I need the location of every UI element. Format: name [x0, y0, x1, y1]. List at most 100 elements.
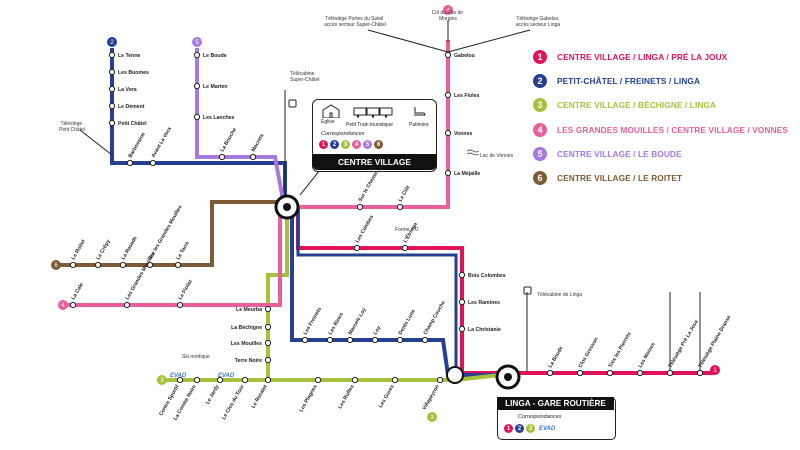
legend-badge-6: 6	[533, 171, 547, 186]
legend-label-2: PETIT-CHÂTEL / FREINETS / LINGA	[557, 76, 701, 87]
stop-marker[interactable]	[606, 369, 614, 377]
legend-row-5[interactable]: 5 CENTRE VILLAGE / LE BOUDE	[533, 142, 798, 166]
stop-marker[interactable]	[193, 82, 201, 90]
stop-marker[interactable]	[264, 323, 272, 331]
stop-marker[interactable]	[193, 51, 201, 59]
stop-label: La Cale	[71, 282, 85, 301]
stop-marker[interactable]	[108, 102, 116, 110]
stop-label: Le Dément	[118, 104, 145, 110]
stop-marker[interactable]	[126, 159, 134, 167]
stop-marker[interactable]	[119, 261, 127, 269]
stop-marker[interactable]	[401, 244, 409, 252]
stop-marker[interactable]	[314, 376, 322, 384]
stop-marker[interactable]	[264, 356, 272, 364]
stop-marker[interactable]	[396, 203, 404, 211]
stop-label: La Béchigne	[231, 325, 262, 331]
legend-badge-2: 2	[533, 74, 547, 89]
stop-marker[interactable]	[696, 369, 704, 377]
stop-marker[interactable]	[326, 336, 334, 344]
stop-label: Les Mouilles	[231, 341, 262, 347]
legend-row-3[interactable]: 3 CENTRE VILLAGE / BÉCHIGNE / LINGA	[533, 93, 798, 117]
stop-label: La Bouche	[220, 127, 239, 153]
stop-marker[interactable]	[444, 51, 452, 59]
stop-marker[interactable]	[108, 119, 116, 127]
stop-marker[interactable]	[576, 369, 584, 377]
stop-marker[interactable]	[396, 336, 404, 344]
stop-label: Le Tarre	[176, 241, 191, 261]
legend-row-4[interactable]: 4 LES GRANDES MOUILLES / CENTRE VILLAGE …	[533, 118, 798, 142]
centre-correspondances-label: Correspondances	[321, 131, 365, 137]
hub-centre-village-marker[interactable]	[274, 194, 300, 220]
stop-marker[interactable]	[123, 301, 131, 309]
lift-label-super-chatel: Télécabine Super-Châtel	[290, 71, 319, 83]
stop-marker[interactable]	[353, 244, 361, 252]
stop-marker[interactable]	[458, 271, 466, 279]
stop-marker[interactable]	[69, 261, 77, 269]
svg-text:2: 2	[110, 40, 114, 46]
stop-marker[interactable]	[241, 376, 249, 384]
legend-label-4: LES GRANDES MOUILLES / CENTRE VILLAGE / …	[557, 124, 788, 135]
stop-marker[interactable]	[108, 85, 116, 93]
svg-text:3: 3	[160, 378, 164, 384]
legend-badge-1: 1	[533, 50, 547, 65]
gondola-icon-linga	[523, 286, 532, 295]
stop-marker[interactable]	[193, 113, 201, 121]
line-3-path[interactable]	[266, 207, 501, 382]
stop-marker[interactable]	[174, 261, 182, 269]
stop-marker[interactable]	[301, 336, 309, 344]
stop-marker[interactable]	[444, 169, 452, 177]
stop-marker[interactable]	[444, 91, 452, 99]
stop-marker[interactable]	[108, 68, 116, 76]
stop-marker[interactable]	[666, 369, 674, 377]
map-line-badges: 2 5 4 6 4 3 3 1	[51, 5, 720, 422]
stop-marker[interactable]	[391, 376, 399, 384]
stop-marker[interactable]	[444, 129, 452, 137]
stop-marker[interactable]	[264, 376, 272, 384]
stop-label: La Christanie	[468, 327, 501, 333]
svg-text:4: 4	[61, 303, 65, 309]
stop-marker[interactable]	[436, 376, 444, 384]
lift-label-linga: Télécabine de Linga	[537, 292, 582, 298]
stop-marker[interactable]	[546, 369, 554, 377]
corr-badge-4: 4	[352, 140, 361, 149]
line-6-path[interactable]	[56, 200, 285, 267]
stop-marker[interactable]	[193, 376, 201, 384]
stop-marker[interactable]	[146, 261, 154, 269]
stop-marker[interactable]	[351, 376, 359, 384]
stop-marker[interactable]	[264, 339, 272, 347]
legend-row-1[interactable]: 1 CENTRE VILLAGE / LINGA / PRÉ LA JOUX	[533, 45, 798, 69]
stop-marker[interactable]	[69, 301, 77, 309]
stop-marker[interactable]	[458, 325, 466, 333]
linga-correspondance-badges: 1 2 3 EVAD	[504, 424, 555, 433]
stop-marker[interactable]	[176, 376, 184, 384]
line-2-branch[interactable]	[296, 207, 458, 368]
line-5-path[interactable]	[195, 48, 285, 201]
stop-marker[interactable]	[176, 301, 184, 309]
legend-row-2[interactable]: 2 PETIT-CHÂTEL / FREINETS / LINGA	[533, 69, 798, 93]
stop-marker[interactable]	[149, 159, 157, 167]
stop-label: Sur le Chemin	[358, 170, 381, 203]
stop-marker[interactable]	[249, 153, 257, 161]
svg-text:4: 4	[446, 8, 450, 14]
stop-marker[interactable]	[216, 376, 224, 384]
stop-marker[interactable]	[458, 298, 466, 306]
stop-marker[interactable]	[264, 305, 272, 313]
legend-row-6[interactable]: 6 CENTRE VILLAGE / LE ROITET	[533, 166, 798, 190]
stop-marker[interactable]	[356, 203, 364, 211]
stop-label: Barbossine	[128, 131, 147, 159]
hub-linga-marker[interactable]	[495, 364, 521, 390]
stop-marker[interactable]	[108, 51, 116, 59]
lift-label-lac-vonnes: Lac de Vonnes	[480, 153, 514, 159]
stop-marker[interactable]	[94, 261, 102, 269]
stop-label: Terre Noire	[235, 358, 262, 364]
stop-marker[interactable]	[421, 336, 429, 344]
stop-marker[interactable]	[218, 153, 226, 161]
stop-label: Les Grandes Mouilles	[125, 251, 157, 301]
stop-marker[interactable]	[636, 369, 644, 377]
lake-icon	[466, 149, 480, 156]
stop-label: Les Moises	[638, 342, 657, 369]
linga-junction-marker[interactable]	[446, 366, 464, 384]
stop-marker[interactable]	[371, 336, 379, 344]
stop-marker[interactable]	[346, 336, 354, 344]
